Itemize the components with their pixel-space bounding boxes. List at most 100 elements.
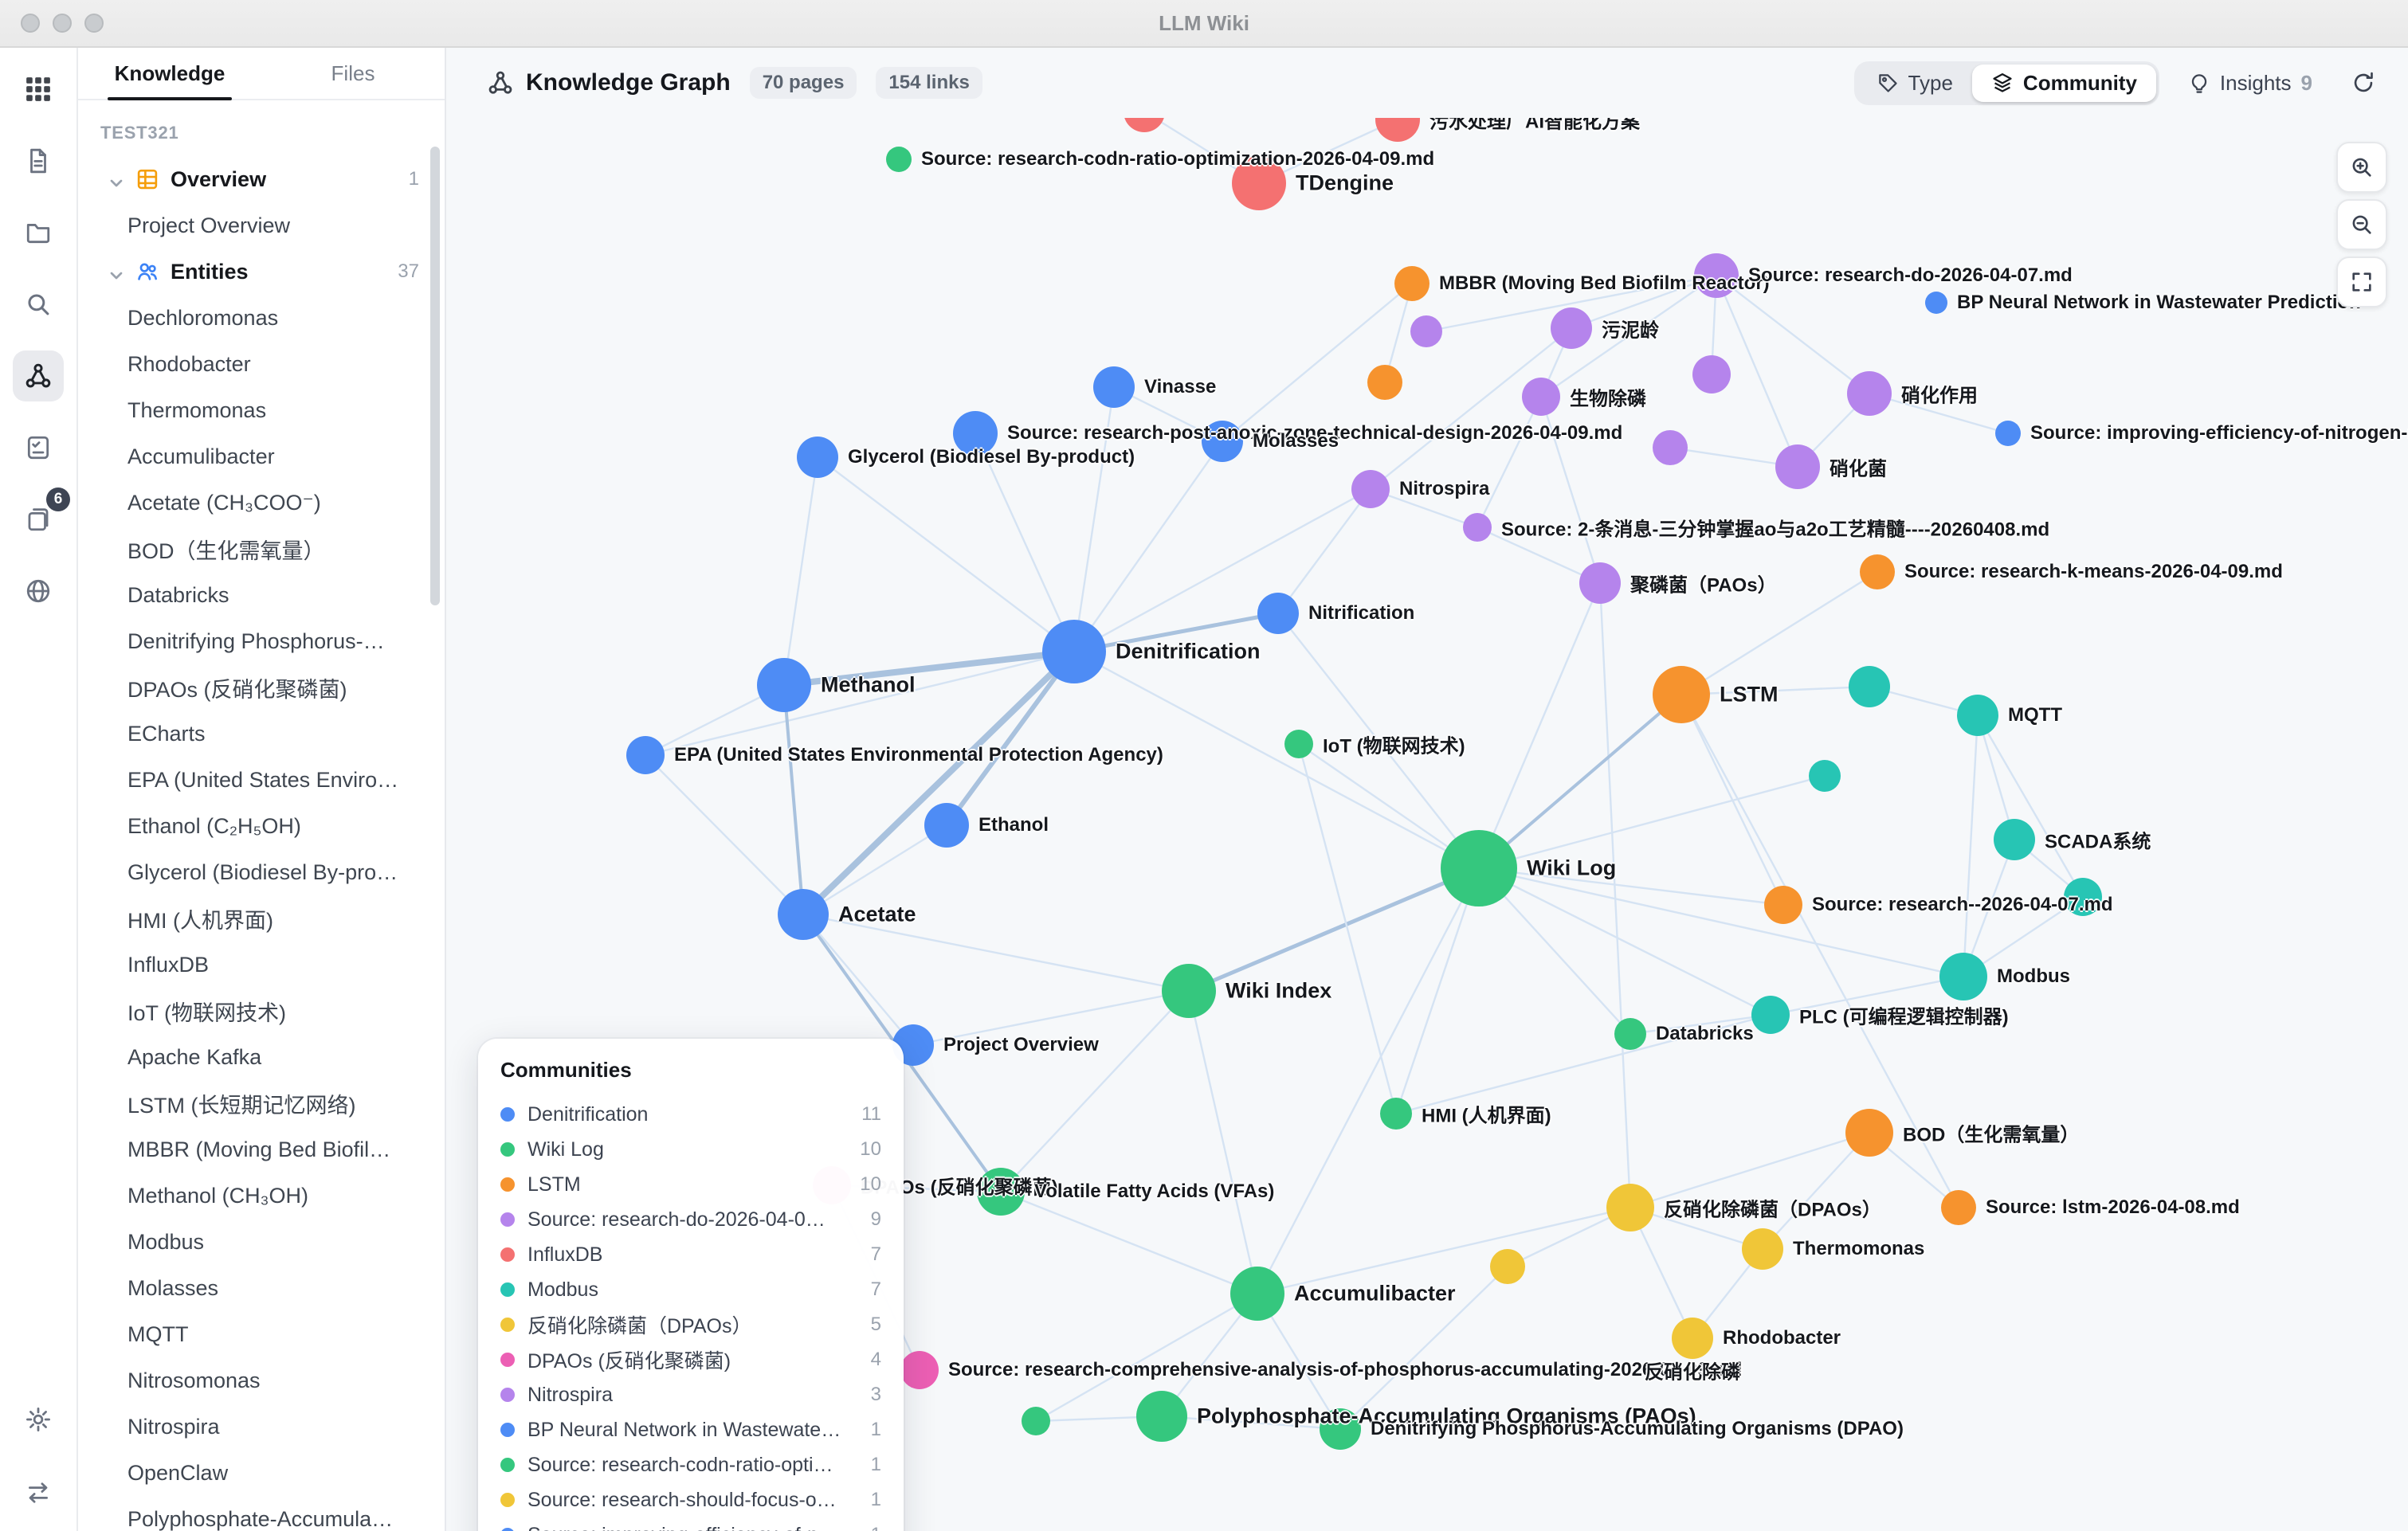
graph-node-bod[interactable] (1845, 1109, 1893, 1157)
graph-node-mqtt[interactable] (1957, 695, 1998, 736)
graph-node-srckmeans[interactable] (1860, 554, 1895, 589)
graph-node-nitbact[interactable] (1775, 444, 1820, 489)
sidebar-item-entity[interactable]: EPA (United States Enviro… (127, 767, 399, 792)
graph-node-hmi[interactable] (1380, 1098, 1412, 1130)
graph-node-modbus[interactable] (1939, 953, 1987, 1000)
sidebar-item-entity[interactable]: LSTM (长短期记忆网络) (127, 1093, 356, 1118)
graph-node-sludge[interactable] (1551, 307, 1592, 349)
close-button[interactable] (21, 14, 40, 33)
graph-node-tealB[interactable] (1809, 760, 1841, 792)
graph-node-acetate[interactable] (778, 889, 829, 940)
sidebar-item-entity[interactable]: OpenClaw (127, 1460, 229, 1485)
sidebar-item-entity[interactable]: BOD（生化需氧量） (127, 538, 325, 563)
graph-node-srcimp[interactable] (1995, 421, 2021, 446)
fullscreen-button[interactable] (2336, 256, 2387, 307)
community-legend-item[interactable]: Source: research-should-focus-o…1 (500, 1482, 881, 1517)
graph-node-orangeA[interactable] (1367, 365, 1402, 400)
type-button[interactable]: Type (1857, 65, 1972, 102)
graph-canvas[interactable]: Source: research-codn-ratio-optimization… (446, 118, 2408, 1531)
graph-node-rhodo[interactable] (1672, 1318, 1713, 1359)
tab-files[interactable]: Files (331, 61, 375, 85)
graph-node-thermo[interactable] (1742, 1228, 1783, 1270)
knowledge-graph-icon[interactable] (13, 350, 64, 401)
tasks-icon[interactable] (13, 422, 64, 473)
graph-node-bpdot[interactable] (1925, 292, 1947, 314)
document-icon[interactable] (13, 135, 64, 186)
graph-node-molasses[interactable] (1202, 421, 1243, 462)
sidebar-item-entity[interactable]: Molasses (127, 1275, 219, 1300)
sidebar-item-entity[interactable]: Nitrospira (127, 1414, 220, 1439)
insights-button[interactable]: Insights 9 (2179, 65, 2322, 102)
graph-node-paosen[interactable] (1136, 1391, 1187, 1442)
sidebar-section-overview[interactable]: Overview 1 (78, 156, 445, 202)
graph-node-srcpost[interactable] (953, 411, 998, 456)
sidebar-item-entity[interactable]: Accumulibacter (127, 444, 275, 468)
sidebar-item-entity[interactable]: MBBR (Moving Bed Biofil… (127, 1137, 391, 1161)
graph-node-srclstm[interactable] (1941, 1190, 1976, 1225)
graph-node-purpleC[interactable] (1653, 430, 1688, 465)
graph-node-src2tiao[interactable] (1463, 513, 1492, 542)
app-logo-grid-icon[interactable] (13, 64, 64, 115)
graph-node-vfa[interactable] (977, 1168, 1025, 1216)
sidebar-item-entity[interactable]: Apache Kafka (127, 1044, 262, 1069)
graph-node-mbbr[interactable] (1394, 266, 1430, 301)
graph-node-lstm[interactable] (1653, 666, 1710, 723)
sidebar-item-project-overview[interactable]: Project Overview (127, 213, 291, 237)
graph-node-tealA[interactable] (1849, 666, 1890, 707)
graph-node-dpaosy[interactable] (1606, 1184, 1654, 1231)
graph-node-databricks[interactable] (1614, 1018, 1646, 1050)
settings-gear-icon[interactable] (13, 1394, 64, 1445)
graph-node-methanol[interactable] (757, 658, 811, 712)
chevron-down-icon[interactable] (107, 170, 126, 189)
tab-knowledge[interactable]: Knowledge (78, 48, 261, 99)
sidebar-item-entity[interactable]: Ethanol (C₂H₅OH) (127, 813, 301, 838)
chevron-down-icon[interactable] (107, 262, 126, 281)
sidebar-item-entity[interactable]: DPAOs (反硝化聚磷菌) (127, 677, 347, 702)
sidebar-item-entity[interactable]: Databricks (127, 582, 229, 607)
sidebar-item-entity[interactable]: IoT (物联网技术) (127, 1000, 287, 1025)
graph-node-yellowA[interactable] (1490, 1249, 1525, 1284)
sidebar-item-entity[interactable]: Nitrosomonas (127, 1368, 261, 1392)
graph-node-nitrospira[interactable] (1351, 470, 1390, 508)
refresh-icon[interactable] (2341, 61, 2386, 105)
graph-node-scada[interactable] (1994, 819, 2035, 860)
graph-node-srccomp[interactable] (900, 1351, 939, 1389)
graph-node-greenB[interactable] (1022, 1407, 1050, 1435)
graph-node-paoscn[interactable] (1579, 562, 1621, 604)
graph-node-glycerol[interactable] (797, 437, 838, 478)
graph-node-purpleA[interactable] (1410, 315, 1442, 347)
sidebar-item-entity[interactable]: Acetate (CH₃COO⁻) (127, 490, 321, 515)
graph-node-ethanol[interactable] (924, 803, 969, 848)
graph-node-wikiindex[interactable] (1162, 964, 1216, 1018)
community-legend-item[interactable]: Source: research-do-2026-04-0…9 (500, 1202, 881, 1237)
graph-node-srcdo[interactable] (1694, 253, 1739, 298)
community-legend-item[interactable]: DPAOs (反硝化聚磷菌)4 (500, 1342, 881, 1377)
sidebar-item-entity[interactable]: MQTT (127, 1322, 189, 1346)
community-button[interactable]: Community (1971, 64, 2156, 102)
community-legend-item[interactable]: 反硝化除磷菌（DPAOs）5 (500, 1307, 881, 1342)
graph-node-red1[interactable] (1124, 118, 1165, 132)
sidebar-item-entity[interactable]: ECharts (127, 721, 206, 746)
sidebar-item-entity[interactable]: Modbus (127, 1229, 205, 1254)
graph-node-srccodn[interactable] (886, 147, 912, 172)
graph-node-tealC[interactable] (2064, 878, 2102, 916)
sidebar-item-entity[interactable]: Rhodobacter (127, 351, 251, 376)
graph-node-srcr07[interactable] (1764, 886, 1802, 924)
community-legend-item[interactable]: Source: improving-efficiency-of-n…1 (500, 1517, 881, 1531)
graph-node-accum[interactable] (1230, 1267, 1284, 1321)
notes-icon[interactable]: 6 (13, 487, 70, 545)
graph-node-denit[interactable] (1042, 620, 1106, 683)
zoom-out-button[interactable] (2336, 199, 2387, 250)
graph-node-iot[interactable] (1284, 730, 1313, 758)
search-icon[interactable] (13, 279, 64, 330)
sidebar-item-entity[interactable]: Methanol (CH₃OH) (127, 1183, 309, 1208)
sidebar-item-entity[interactable]: Denitrifying Phosphorus-… (127, 628, 385, 653)
graph-node-plc[interactable] (1751, 996, 1790, 1034)
sidebar-item-entity[interactable]: HMI (人机界面) (127, 908, 273, 933)
globe-icon[interactable] (13, 566, 64, 617)
graph-node-nitrification[interactable] (1257, 593, 1299, 634)
sidebar-item-entity[interactable]: Glycerol (Biodiesel By-pro… (127, 859, 398, 884)
